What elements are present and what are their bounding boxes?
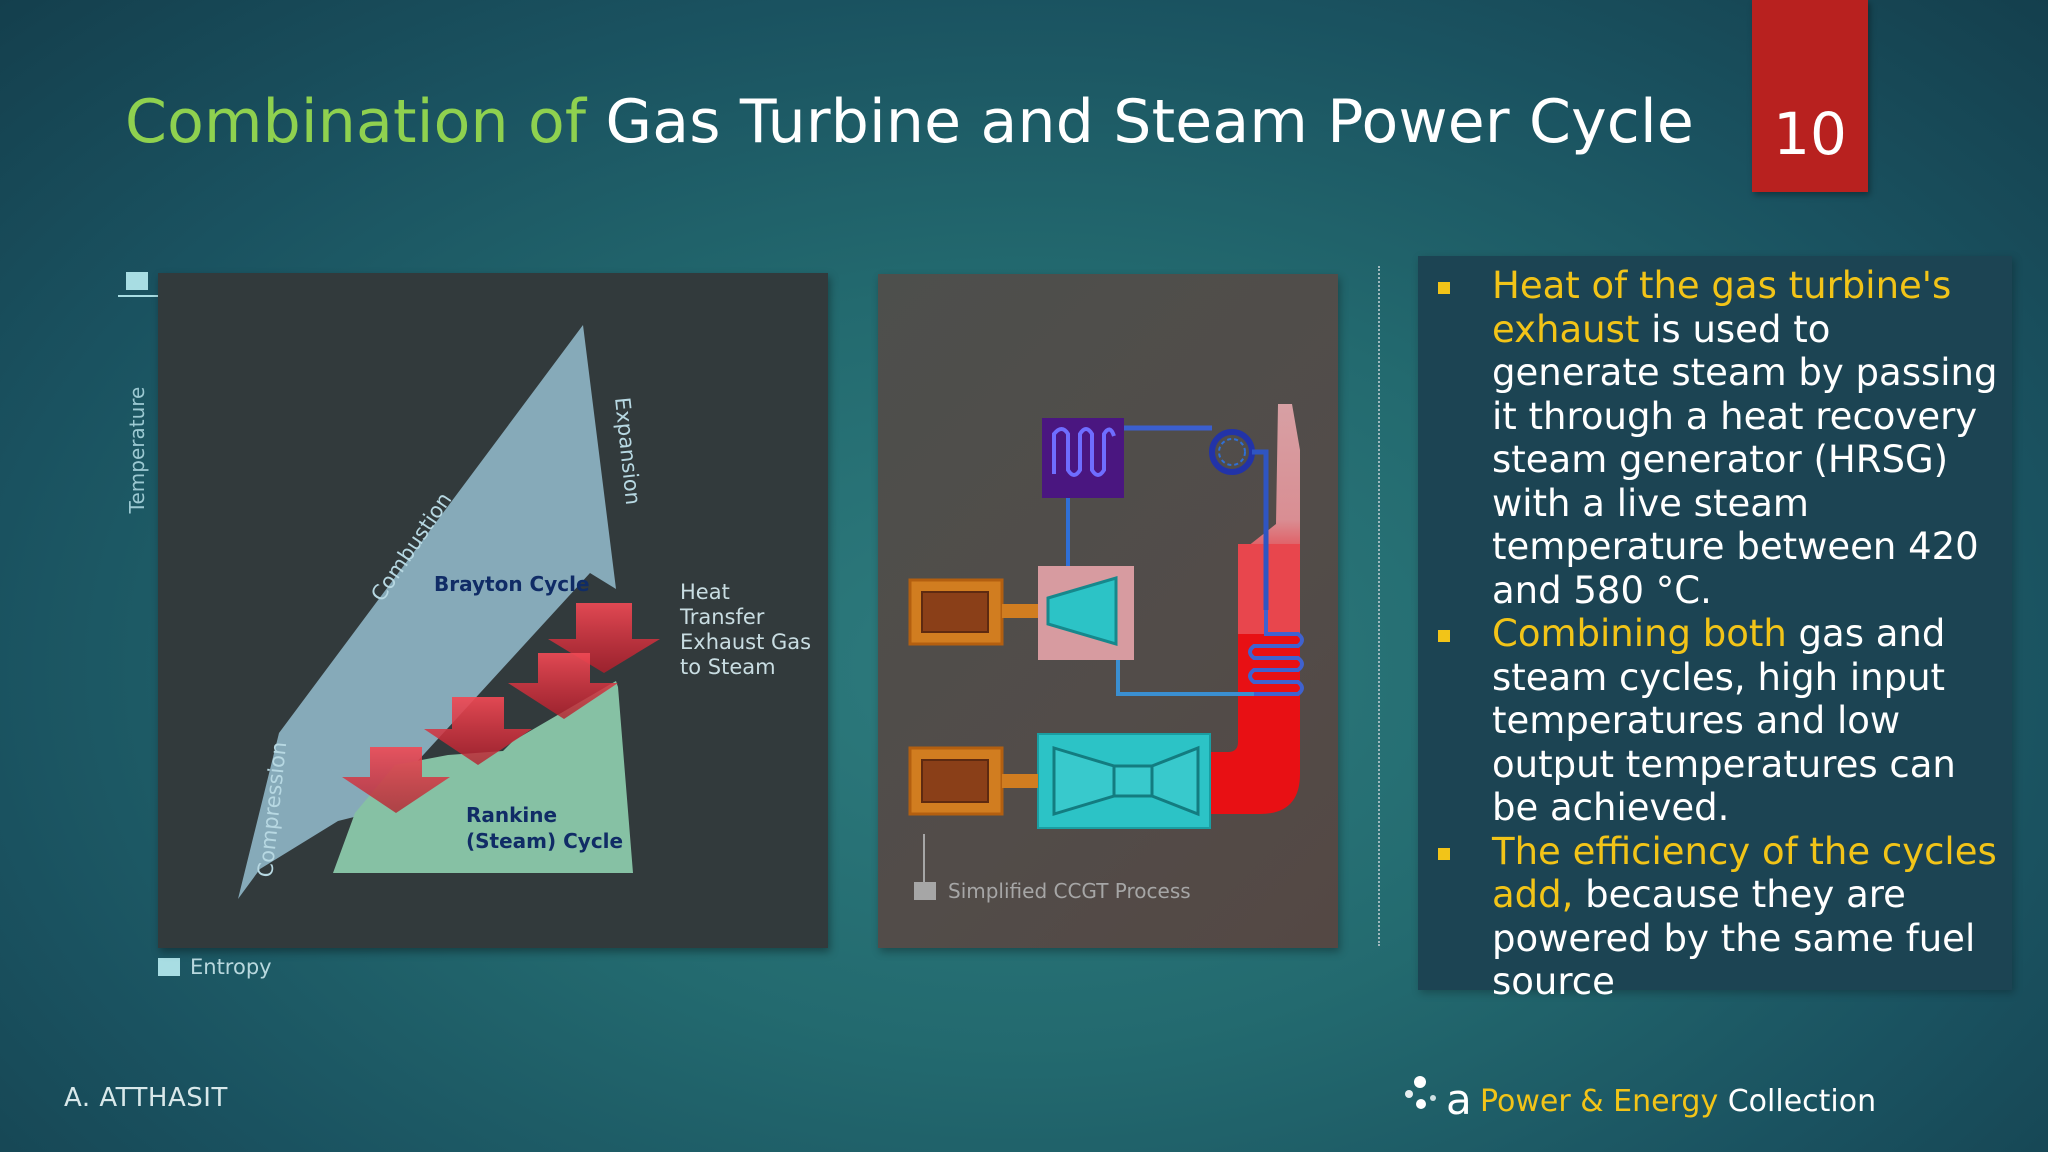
bullet-text-box (1418, 256, 2012, 990)
ccgt-diagram-panel: Simplified CCGT Process (878, 274, 1338, 948)
bullet-1-text: is used to generate steam by passing it … (1492, 307, 1998, 612)
brand-name-amber: Power & Energy (1480, 1084, 1719, 1119)
brand-name-white: Collection (1718, 1084, 1877, 1119)
rankine-cycle-area (333, 681, 633, 873)
heat-transfer-label-line1: Heat (680, 580, 730, 604)
bullet-2-highlight: Combining both (1492, 612, 1787, 655)
steam-turbine (1046, 575, 1118, 647)
gas-generator-unit (908, 746, 1038, 816)
brand-dots-icon (1405, 1076, 1436, 1109)
x-axis-legend-square (158, 958, 180, 976)
gas-turbine-combustor (1112, 764, 1154, 798)
hrsg-coil (1248, 610, 1304, 696)
panel-divider (1378, 266, 1380, 946)
ts-axes: Temperature Entropy (118, 272, 272, 979)
brayton-cycle-label: Brayton Cycle (434, 572, 590, 596)
slide-title: Combination of Gas Turbine and Steam Pow… (125, 86, 1694, 158)
bullet-list: Heat of the gas turbine's exhaust is use… (1426, 264, 2004, 1004)
rankine-cycle-label-line2: (Steam) Cycle (466, 829, 623, 853)
steam-drum-inner (1218, 438, 1246, 466)
condenser-coil-icon (1052, 427, 1116, 477)
bullet-2-text: gas and steam cycles, high input tempera… (1492, 612, 1956, 829)
slide-title-main: Gas Turbine and Steam Power Cycle (605, 87, 1694, 157)
steam-generator-unit (908, 578, 1038, 646)
temperature-axis-label: Temperature (125, 387, 149, 515)
bullet-3-text: because they are powered by the same fue… (1492, 873, 1976, 1003)
bullet-marker-icon (1438, 630, 1450, 642)
bullet-3-highlight: The efficiency of the cycles add, (1492, 829, 1997, 917)
y-axis-legend-square (126, 272, 148, 290)
heat-transfer-label-line4: to Steam (680, 655, 776, 679)
gas-turbine-expander (1150, 745, 1200, 817)
heat-arrow-2 (508, 653, 618, 719)
author-name: A. ATTHASIT (64, 1083, 228, 1113)
heat-transfer-label-line2: Transfer (679, 605, 765, 629)
generator-1-core (921, 591, 989, 633)
brand-footer: a Power & Energy Collection (1400, 1072, 1876, 1132)
brand-prefix: a (1446, 1075, 1472, 1124)
generator-2-core (921, 759, 989, 803)
caption-square (914, 882, 936, 900)
expansion-label: Expansion (610, 396, 645, 506)
ccgt-diagram: Simplified CCGT Process (908, 404, 1304, 903)
hrsg-body (1238, 544, 1300, 634)
rankine-cycle-label-line1: Rankine (466, 803, 557, 827)
heat-transfer-label-line3: Exhaust Gas (680, 630, 811, 654)
steam-line-right (1252, 449, 1269, 610)
heat-transfer-arrows (342, 603, 660, 813)
bullet-item-2: Combining both gas and steam cycles, hig… (1426, 612, 2004, 830)
bullet-1-highlight: Heat of the gas turbine's exhaust (1492, 264, 1952, 351)
ccgt-caption: Simplified CCGT Process (948, 879, 1191, 903)
page-number-badge: 10 (1752, 0, 1868, 192)
bullet-marker-icon (1438, 282, 1450, 294)
entropy-axis-label: Entropy (190, 955, 272, 979)
slide-title-accent: Combination of (125, 87, 587, 157)
brand-name: Power & Energy Collection (1480, 1084, 1876, 1120)
heat-arrow-4 (342, 747, 450, 813)
generator-2-shaft (1002, 774, 1038, 788)
page-number: 10 (1773, 100, 1847, 168)
bullet-item-3: The efficiency of the cycles add, becaus… (1426, 830, 2004, 1004)
brayton-cycle-area (238, 325, 616, 899)
bullet-item-1: Heat of the gas turbine's exhaust is use… (1426, 264, 2004, 612)
ts-diagram: Expansion Combustion Compression Brayton… (238, 325, 811, 899)
generator-1-shaft (1002, 604, 1038, 618)
ts-diagram-panel: Expansion Combustion Compression Brayton… (158, 273, 828, 948)
exhaust-duct (1196, 634, 1300, 814)
bullet-marker-icon (1438, 847, 1450, 860)
heat-arrow-3 (424, 697, 532, 765)
feed-line-bottom (1116, 656, 1254, 696)
